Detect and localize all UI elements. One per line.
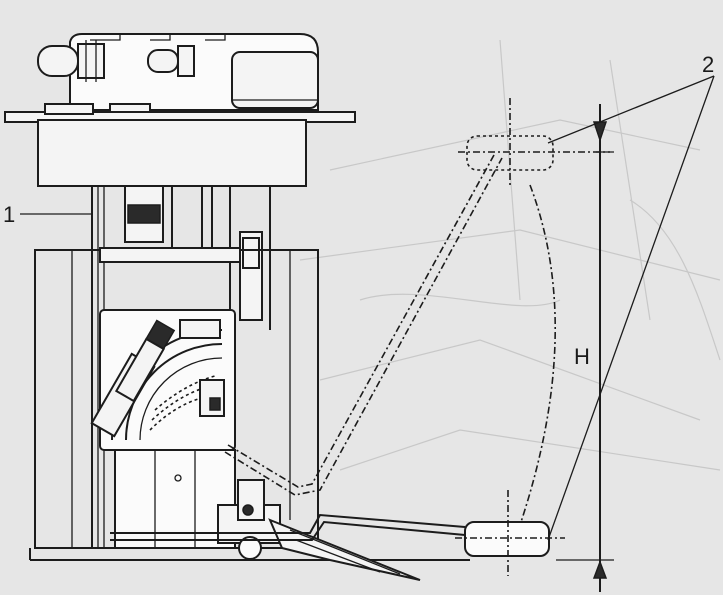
float-arm-pivot	[217, 479, 421, 581]
callout-1-label: 1	[3, 202, 15, 227]
pump-cover	[4, 33, 356, 187]
float-travel-arc	[519, 184, 556, 526]
leader-lines	[20, 75, 715, 541]
sender-mechanism	[90, 309, 236, 451]
dimension-h-label: H	[574, 344, 590, 369]
float-rod-lower	[110, 513, 466, 541]
float-lower	[455, 490, 565, 576]
height-dimension	[556, 104, 614, 592]
pump-lower-housing	[114, 449, 236, 549]
float-upper	[458, 98, 610, 188]
module-tubes	[91, 185, 271, 548]
float-arm-upper-position	[224, 154, 503, 496]
callout-2-label: 2	[702, 52, 714, 77]
